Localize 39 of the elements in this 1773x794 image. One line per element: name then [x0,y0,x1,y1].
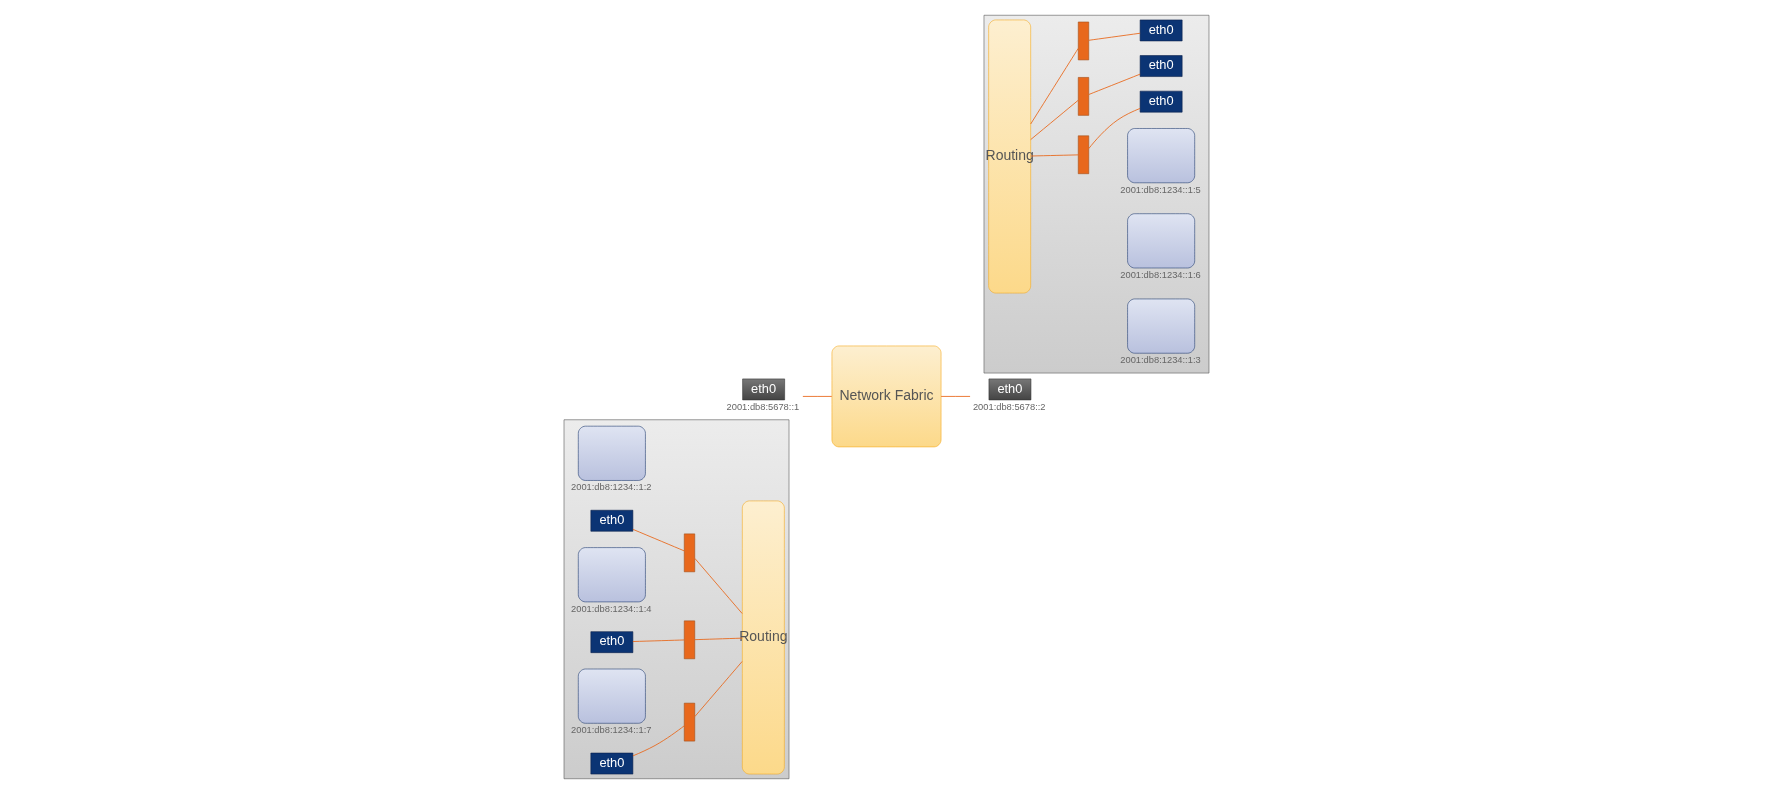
node-bar [683,702,696,742]
node-bar [1077,21,1090,61]
node-bar [683,533,696,573]
node-label: 2001:db8:1234::1:4 [571,603,652,614]
connector [694,661,743,717]
connector [1030,154,1079,157]
connector [1088,108,1141,150]
connector [694,637,743,641]
connector [632,725,685,757]
node-box: eth0 [590,631,634,653]
node-label: 2001:db8:1234::1:2 [571,482,652,493]
node-box: eth0 [1139,55,1183,77]
node-label: 2001:db8:1234::1:6 [1120,269,1201,280]
node-bar [683,620,696,660]
connector [1088,32,1141,41]
connector [940,396,971,397]
node-label: 2001:db8:1234::1:3 [1120,355,1201,366]
node-box: Routing [742,500,785,775]
cluster [983,14,1210,374]
node-label: 2001:db8:1234::1:5 [1120,184,1201,195]
node-box: Routing [988,19,1031,294]
node-box: eth0 [1139,19,1183,42]
node-box: Network Fabric [831,345,942,448]
node-box: eth0 [1139,90,1183,113]
connector [632,639,685,642]
node-label: 2001:db8:5678::2 [972,401,1046,412]
connector [1030,47,1079,125]
connector [694,557,743,614]
node-bar [1077,135,1090,174]
connector [1088,73,1141,95]
node-box: eth0 [590,509,634,532]
node-label: 2001:db8:5678::1 [726,401,800,412]
connector [802,396,833,397]
connector [1030,99,1079,141]
node-label: 2001:db8:1234::1:7 [571,725,652,736]
cluster [563,419,790,780]
node-box: eth0 [590,752,634,775]
node-bar [1077,77,1090,116]
connector [632,528,685,552]
